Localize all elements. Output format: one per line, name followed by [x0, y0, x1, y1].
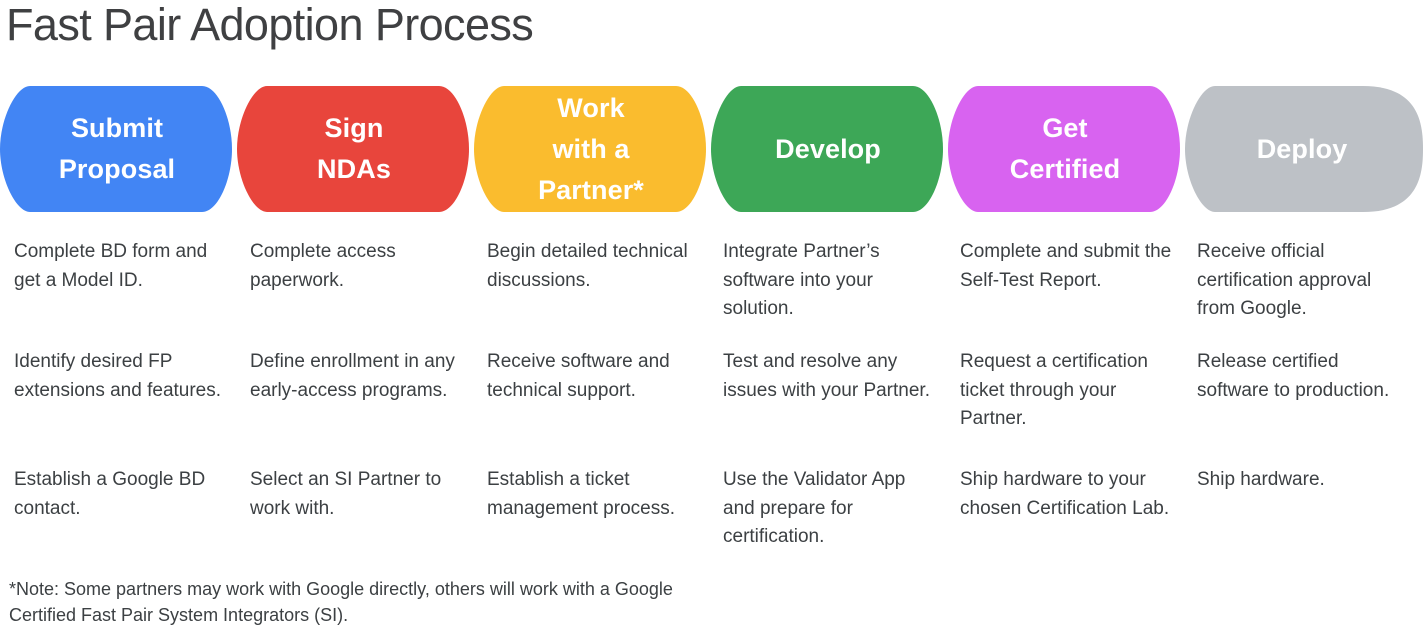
detail-item: Receive official certification approval …: [1197, 241, 1372, 319]
stage-shape-get-certified[interactable]: [948, 86, 1180, 212]
detail-item: Complete and submit the Self-Test Report…: [960, 241, 1172, 291]
stage-label-submit-proposal[interactable]: Submit Proposal: [58, 113, 176, 184]
detail-item: Use the Validator App and prepare for ce…: [723, 469, 906, 547]
detail-columns: Complete BD form and get a Model ID. Iden…: [0, 238, 1423, 568]
detail-item: Begin detailed technical discussions.: [487, 241, 688, 291]
detail-item: Integrate Partner’s software into your s…: [723, 241, 880, 319]
stage-label-get-certified[interactable]: Get Certified: [1009, 113, 1121, 184]
process-banner-strip: Submit Proposal Sign NDAs Work with a Part…: [0, 86, 1423, 212]
detail-item: Ship hardware to your chosen Certificati…: [960, 469, 1170, 519]
detail-item: Complete access paperwork.: [250, 241, 396, 291]
stage-shape-deploy[interactable]: [1185, 86, 1423, 212]
stage-shape-work-with-a-partner[interactable]: [474, 86, 706, 212]
stage-label-sign-ndas[interactable]: Sign NDAs: [317, 113, 391, 184]
stage-shape-submit-proposal[interactable]: [0, 86, 232, 212]
detail-item: Test and resolve any issues with your Pa…: [723, 351, 930, 401]
detail-item: Receive software and technical support.: [487, 351, 670, 401]
detail-item: Establish a ticket management process.: [487, 469, 675, 519]
detail-item: Ship hardware.: [1197, 469, 1325, 490]
footnote-note: *Note: Some partners may work with Googl…: [9, 579, 673, 625]
page-title: Fast Pair Adoption Process: [6, 0, 534, 50]
stage-label-work-with-a-partner[interactable]: Work with a Partner*: [538, 92, 644, 205]
stage-shape-develop[interactable]: [711, 86, 943, 212]
detail-item: Release certified software to production…: [1197, 351, 1390, 401]
process-banner-shapes: [0, 86, 1423, 212]
detail-item: Select an SI Partner to work with.: [250, 469, 442, 519]
stage-label-develop[interactable]: Develop: [775, 133, 881, 164]
detail-item: Establish a Google BD contact.: [14, 469, 206, 519]
stage-shape-sign-ndas[interactable]: [237, 86, 469, 212]
detail-item: Identify desired FP extensions and featu…: [14, 351, 222, 401]
stage-label-deploy[interactable]: Deploy: [1256, 133, 1348, 164]
detail-item: Request a certification ticket through y…: [960, 351, 1148, 429]
detail-item: Complete BD form and get a Model ID.: [14, 241, 208, 291]
detail-item: Define enrollment in any early-access pr…: [250, 351, 455, 401]
